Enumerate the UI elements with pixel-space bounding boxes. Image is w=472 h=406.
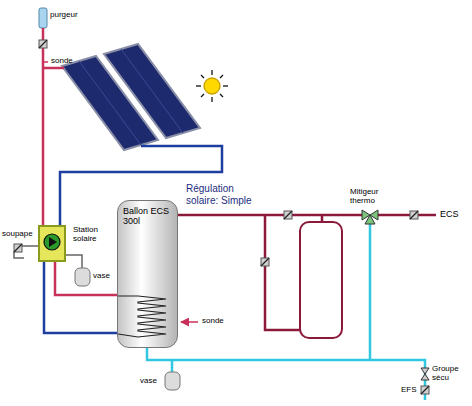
cold-water-pipe xyxy=(147,222,425,400)
part-label: purgeur xyxy=(50,10,90,19)
pipe-connector xyxy=(44,262,117,333)
collector-line xyxy=(79,61,141,145)
pipe-connector xyxy=(55,262,117,295)
part-label: vase xyxy=(93,271,117,280)
collector-line xyxy=(121,49,183,133)
outlet-label: ECS xyxy=(440,209,466,219)
tank-label: Ballon ECS 300l xyxy=(123,206,173,227)
part-label: Groupe sécu xyxy=(432,364,468,382)
mixer-valve xyxy=(362,210,378,224)
diagram-caption: Régulation solaire: Simple xyxy=(186,183,256,206)
station-heading: Station solaire xyxy=(73,225,115,243)
sensor-label: sonde xyxy=(51,56,81,65)
hot-water-tank: Ballon ECS 300l xyxy=(117,200,178,348)
inlet-label: EFS xyxy=(401,385,423,394)
vase-pipe xyxy=(66,255,82,268)
safety-group xyxy=(421,368,429,380)
sensor-arrow xyxy=(181,321,198,323)
expansion-vessel xyxy=(165,372,180,390)
sun-symbol xyxy=(196,70,228,102)
purgeur-symbol xyxy=(39,8,47,28)
part-label: soupape xyxy=(2,229,36,238)
solar-station: Station solaire xyxy=(38,225,66,262)
part-label: Mitigeur thermo xyxy=(350,187,392,205)
part-label: vase xyxy=(140,376,164,385)
solar-collector xyxy=(104,44,200,138)
pump-symbol xyxy=(40,227,64,260)
sensor-label: sonde xyxy=(202,316,232,325)
ecs-pipe xyxy=(374,214,436,217)
expansion-vessel xyxy=(75,268,90,286)
second-tank xyxy=(300,222,342,338)
sensor-mark xyxy=(43,61,48,63)
